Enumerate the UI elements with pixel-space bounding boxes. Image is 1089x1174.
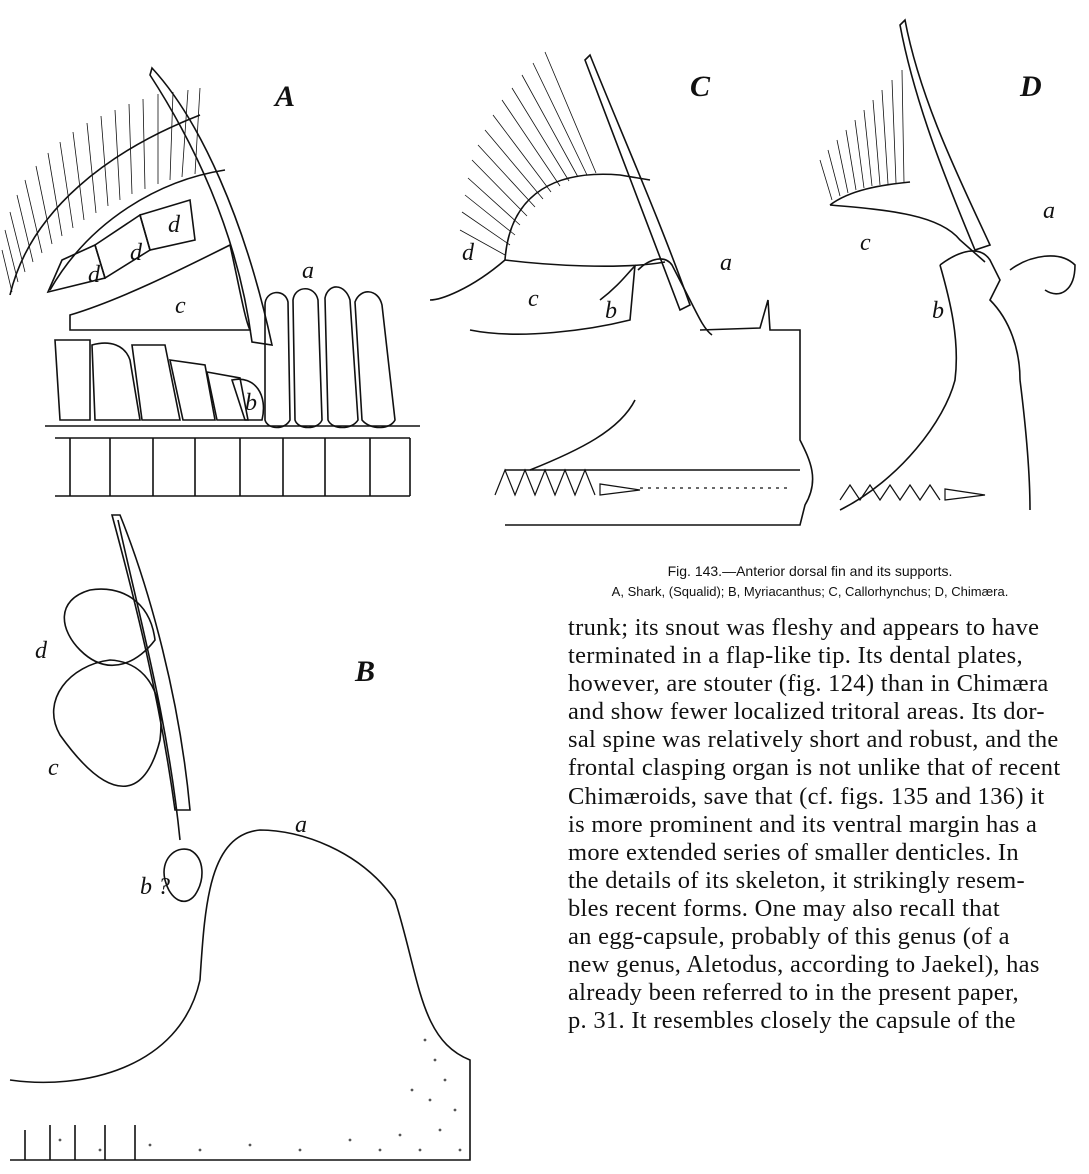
panel-b-label-a: a: [295, 812, 307, 839]
panel-a-label-d1: d: [88, 262, 100, 289]
body-line: terminated in a flap-like tip. Its denta…: [568, 642, 1089, 670]
figure-caption-legend: A, Shark, (Squalid); B, Myriacanthus; C,…: [560, 584, 1060, 599]
panel-c-label-b: b: [605, 298, 617, 325]
figure-caption-title: Fig. 143.—Anterior dorsal fin and its su…: [560, 563, 1060, 579]
panel-a-label-a: a: [302, 258, 314, 285]
panel-d-dentition: [840, 485, 985, 500]
panel-a-fin-rays: [2, 88, 200, 292]
panel-c-letter: C: [690, 70, 710, 104]
body-line: already been referred to in the present …: [568, 979, 1089, 1007]
body-line: and show fewer localized tritoral areas.…: [568, 698, 1089, 726]
panel-d-label-b: b: [932, 298, 944, 325]
panel-b-label-c: c: [48, 755, 59, 782]
body-line: the details of its skeleton, it striking…: [568, 867, 1089, 895]
panel-a-label-c: c: [175, 293, 186, 320]
panel-d-fin-rays: [820, 70, 904, 200]
body-line: Chimæroids, save that (cf. figs. 135 and…: [568, 783, 1089, 811]
panel-c-fin-rays: [460, 52, 596, 255]
panel-c-dentition: [495, 470, 790, 495]
panel-a-label-d3: d: [168, 212, 180, 239]
body-line: trunk; its snout was fleshy and appears …: [568, 614, 1089, 642]
body-line: new genus, Aletodus, according to Jaekel…: [568, 951, 1089, 979]
panel-d-label-a: a: [1043, 198, 1055, 225]
body-line: p. 31. It resembles closely the capsule …: [568, 1007, 1089, 1035]
panel-c-drawing: [430, 55, 813, 525]
panel-b-label-d: d: [35, 638, 47, 665]
panel-c-label-a: a: [720, 250, 732, 277]
panel-b-label-b: b ?: [140, 874, 170, 901]
panel-a-label-b: b: [245, 390, 257, 417]
panel-b-letter: B: [355, 655, 375, 689]
body-line: is more prominent and its ventral margin…: [568, 811, 1089, 839]
panel-c-label-c: c: [528, 286, 539, 313]
panel-b-drawing: [10, 515, 470, 1160]
panel-b-stipple: [59, 1039, 462, 1152]
panel-d-letter: D: [1020, 70, 1042, 104]
panel-c-label-d: d: [462, 240, 474, 267]
panel-d-label-c: c: [860, 230, 871, 257]
panel-a-label-d2: d: [130, 240, 142, 267]
panel-a-drawing: [10, 68, 420, 496]
body-line: an egg-capsule, probably of this genus (…: [568, 923, 1089, 951]
body-paragraph: trunk; its snout was fleshy and appears …: [568, 614, 1089, 1174]
body-line: frontal clasping organ is not unlike tha…: [568, 754, 1089, 782]
panel-a-letter: A: [275, 80, 295, 114]
body-line: bles recent forms. One may also recall t…: [568, 895, 1089, 923]
body-line: sal spine was relatively short and robus…: [568, 726, 1089, 754]
body-line: more extended series of smaller denticle…: [568, 839, 1089, 867]
body-line: however, are stouter (fig. 124) than in …: [568, 670, 1089, 698]
